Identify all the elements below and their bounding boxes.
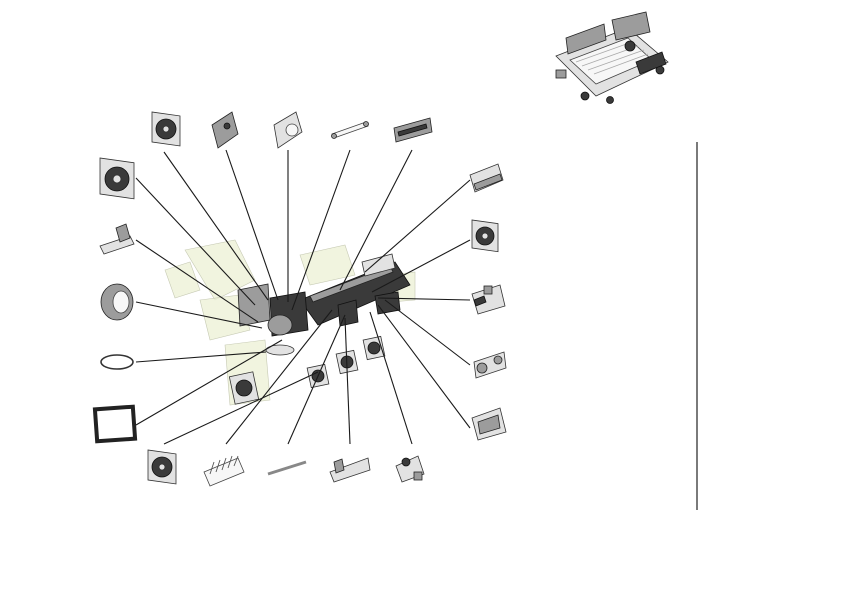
switch-assembly-icon [471,284,506,315]
fan-shroud-icon [273,111,303,149]
fan-icon [471,219,499,253]
mounting-bracket-icon [329,457,371,483]
fan-icon [147,449,177,485]
heat-sink-icon [203,455,245,487]
cover-plate-icon [469,163,504,193]
o-ring-icon [100,354,134,370]
chassis-tray-icon [555,11,669,104]
connector-bar-icon [393,117,433,143]
bracket-rod-icon [331,121,369,139]
leader-lines [135,149,471,445]
rod-icon [267,460,307,476]
switch-assembly-icon [395,455,425,483]
fan-icon [151,111,181,147]
fan-icon [99,157,135,200]
motor-assembly-icon [473,351,507,379]
clip-bracket-icon [99,223,135,255]
valve-assembly-icon [471,407,507,441]
blower-wheel-icon [100,283,134,321]
baffle-plate-icon [211,111,239,149]
gasket-frame-icon [92,404,138,444]
